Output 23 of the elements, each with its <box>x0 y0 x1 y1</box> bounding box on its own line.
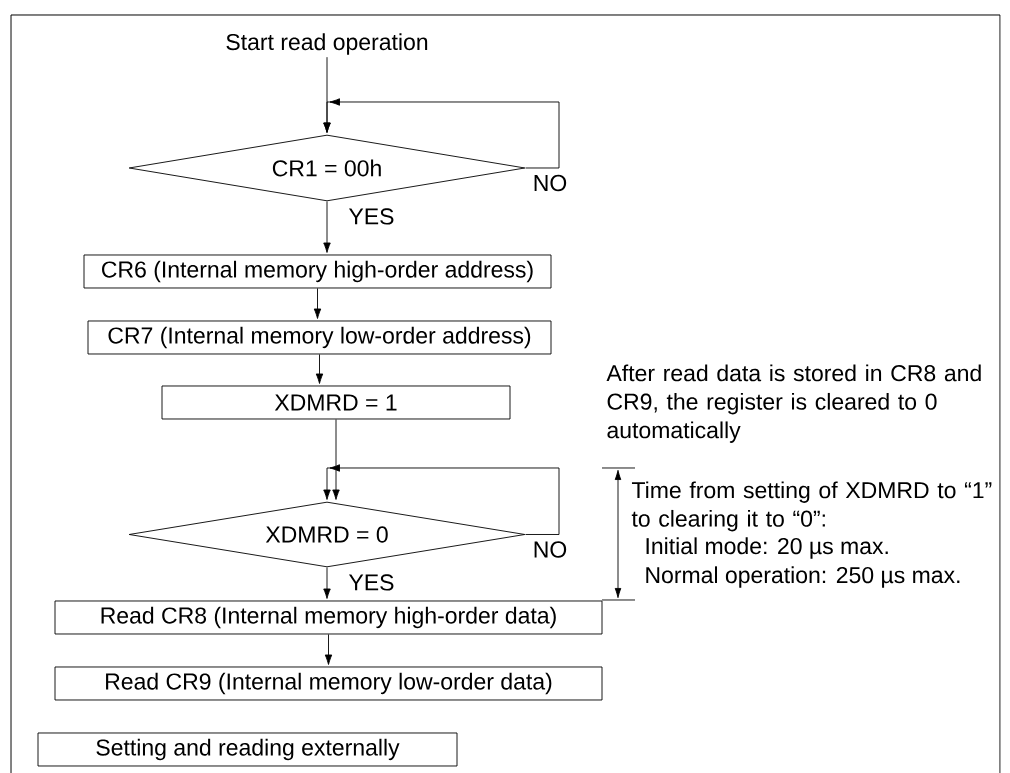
arrow <box>332 419 340 500</box>
arrow <box>323 201 331 253</box>
edge-label: YES <box>347 207 396 226</box>
process-box: XDMRD = 1 <box>161 385 511 420</box>
arrow <box>315 354 324 384</box>
note-text: After read data is stored in CR8 and CR9, the register is cleared to 0 automatically <box>606 364 981 443</box>
process-box: Read CR8 (Internal memory high-order data) <box>54 600 603 635</box>
edge-label: NO <box>531 540 569 559</box>
loop-arrow <box>323 98 560 169</box>
note-text: Normal operation: 250 µs max. <box>646 566 960 588</box>
process-box: CR6 (Internal memory high-order address) <box>83 254 552 289</box>
loop-arrow <box>323 464 560 535</box>
note-text: Initial mode: 20 µs max. <box>646 537 888 559</box>
arrow <box>323 567 331 599</box>
arrow <box>324 634 333 665</box>
start-text: Start read operation <box>226 33 428 55</box>
note-text: Time from setting of XDMRD to “1” to clearing it to “0”: <box>631 481 992 532</box>
arrow <box>313 288 322 319</box>
note-box: Setting and reading externally <box>37 732 458 767</box>
edge-label: YES <box>347 573 396 592</box>
process-box: CR7 (Internal memory low-order address) <box>87 320 552 355</box>
process-box: Read CR9 (Internal memory low-order data) <box>54 666 603 701</box>
edge-label: NO <box>531 173 569 193</box>
